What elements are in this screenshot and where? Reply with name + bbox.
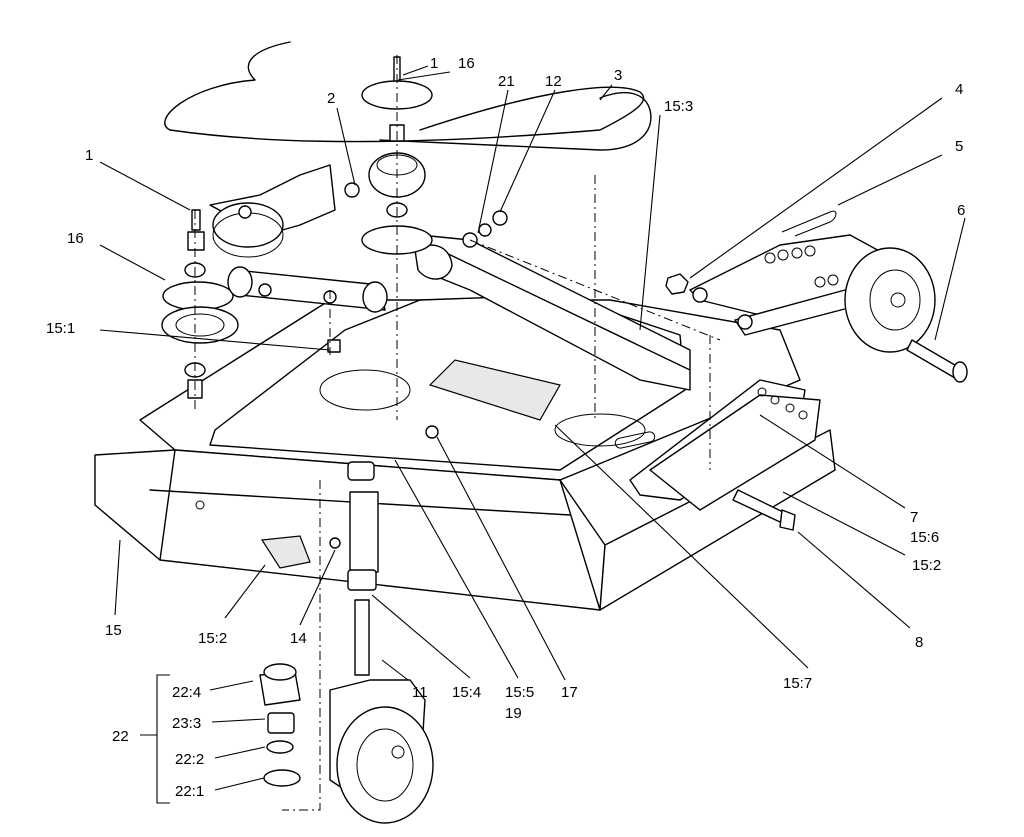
callout-22: 22 [112,728,129,745]
callout-12: 12 [545,73,562,90]
callout-22-4: 22:4 [172,684,201,701]
hitch-bolt [732,489,796,531]
nut-2 [344,182,360,198]
callout-15-2-right: 15:2 [912,557,941,574]
rear-wheel [844,247,936,353]
rear-wheel-arm [689,234,936,353]
callout-15-1: 15:1 [46,320,75,337]
leader-lines [99,65,966,791]
callout-15-3: 15:3 [664,98,693,115]
callout-6: 6 [957,202,965,219]
callout-8: 8 [915,634,923,651]
cylinder [227,266,388,313]
left-spindle-assembly [161,164,360,399]
callout-23-3: 23:3 [172,715,201,732]
bolt-17 [425,425,439,439]
callout-17: 17 [561,684,578,701]
callout-16-top: 16 [458,55,475,72]
callout-15-6: 15:6 [910,529,939,546]
hitch-bracket [629,379,821,511]
callout-1-top: 1 [430,55,438,72]
rear-pin [906,339,968,383]
callout-1-left: 1 [85,147,93,164]
callout-4: 4 [955,81,963,98]
caster-wheel [336,706,434,824]
callout-15-5: 15:5 [505,684,534,701]
cap-kit [259,663,301,787]
nut-4 [665,273,689,295]
hair-pin [781,210,837,237]
callout-16-left: 16 [67,230,84,247]
callout-21: 21 [498,73,515,90]
callout-2: 2 [327,90,335,107]
bracket-22 [156,674,170,804]
nut-12 [492,210,508,226]
callout-5: 5 [955,138,963,155]
caster-assembly [329,461,434,824]
deck-decal-side [260,535,311,569]
center-spindle-assembly [361,56,508,255]
centerlines [194,55,721,811]
callout-7: 7 [910,509,918,526]
callout-15: 15 [105,622,122,639]
callout-15-4: 15:4 [452,684,481,701]
callout-22-2: 22:2 [175,751,204,768]
deck-decal-top [428,359,561,421]
grease-fitting [329,537,341,549]
callout-15-7: 15:7 [783,675,812,692]
callout-19: 19 [505,705,522,722]
callout-14: 14 [290,630,307,647]
callout-15-2-left: 15:2 [198,630,227,647]
callout-11: 11 [412,684,428,701]
callout-labels: 1 16 2 21 12 3 15:3 4 5 6 1 16 15:1 7 15… [46,55,965,800]
callout-22-1: 22:1 [175,783,204,800]
callout-3: 3 [614,67,622,84]
